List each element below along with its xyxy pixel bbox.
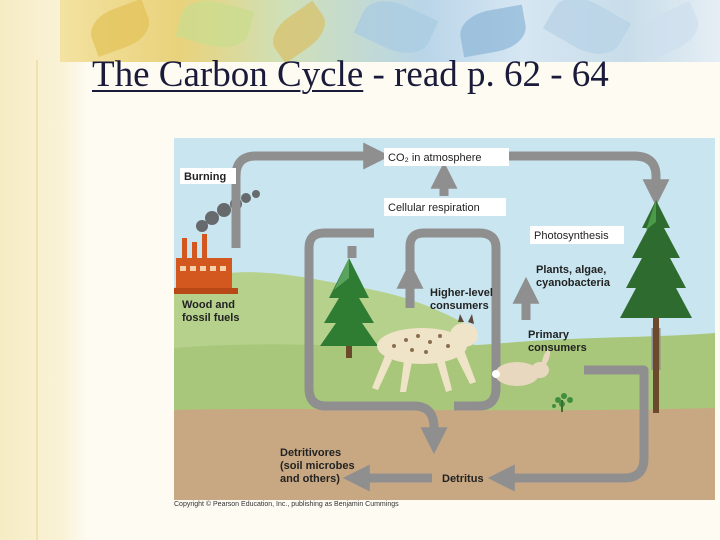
plants-label-line-2: cyanobacteria (536, 277, 611, 289)
leaf-shape (84, 0, 156, 58)
rabbit-figure (492, 349, 551, 386)
primary-consumers-label-line-2: consumers (528, 342, 587, 354)
large-tree (620, 200, 692, 413)
detritivores-label-line-1: Detritivores (280, 447, 341, 459)
small-plant (552, 393, 573, 412)
leaf-shape (456, 4, 530, 58)
lynx-figure (372, 314, 478, 392)
smoke-plume (196, 190, 260, 232)
detritivores-label-line-2: (soil microbes (280, 460, 355, 472)
plants-label-line-1: Plants, algae, (536, 264, 606, 276)
arrow-co2-to-photosynthesis (509, 151, 670, 207)
carbon-cycle-svg: CO₂ in atmosphere Burning Cellular respi… (174, 138, 715, 500)
primary-consumers-label-line-1: Primary (528, 329, 570, 341)
burning-label-box (180, 168, 236, 184)
arrow-respiration-loop (304, 228, 448, 455)
title-rest: - read p. 62 - 64 (363, 54, 609, 95)
decorative-leaf-banner (60, 0, 720, 66)
higher-consumers-label-line-2: consumers (430, 300, 489, 312)
detritus-label: Detritus (442, 473, 484, 485)
burning-label: Burning (184, 171, 226, 183)
factory (174, 234, 238, 294)
leaf-shape (175, 0, 255, 55)
detritivores-label-line-3: and others) (280, 473, 340, 485)
photosynthesis-label-box (530, 226, 624, 244)
band-edge-line (36, 60, 38, 540)
photosynthesis-label: Photosynthesis (534, 230, 609, 242)
slide-title: The Carbon Cycle - read p. 62 - 64 (92, 52, 692, 98)
co2-label-box (384, 148, 509, 166)
arrow-loop-right (405, 228, 501, 411)
wood-fuels-label-line-2: fossil fuels (182, 312, 239, 324)
co2-label: CO₂ in atmosphere (388, 152, 482, 164)
title-main: The Carbon Cycle (92, 54, 364, 95)
arrow-burning-to-co2 (231, 142, 391, 248)
left-decorative-band (0, 0, 88, 540)
respiration-label: Cellular respiration (388, 202, 480, 214)
pine-tree (320, 258, 378, 358)
arrow-primary-to-detritus (487, 365, 649, 492)
wood-fuels-label-line-1: Wood and (182, 299, 235, 311)
copyright-notice: Copyright © Pearson Education, Inc., pub… (174, 501, 399, 508)
carbon-cycle-diagram: CO₂ in atmosphere Burning Cellular respi… (174, 138, 715, 500)
respiration-label-box (384, 198, 506, 216)
higher-consumers-label-line-1: Higher-level (430, 287, 493, 299)
soil (174, 408, 715, 500)
